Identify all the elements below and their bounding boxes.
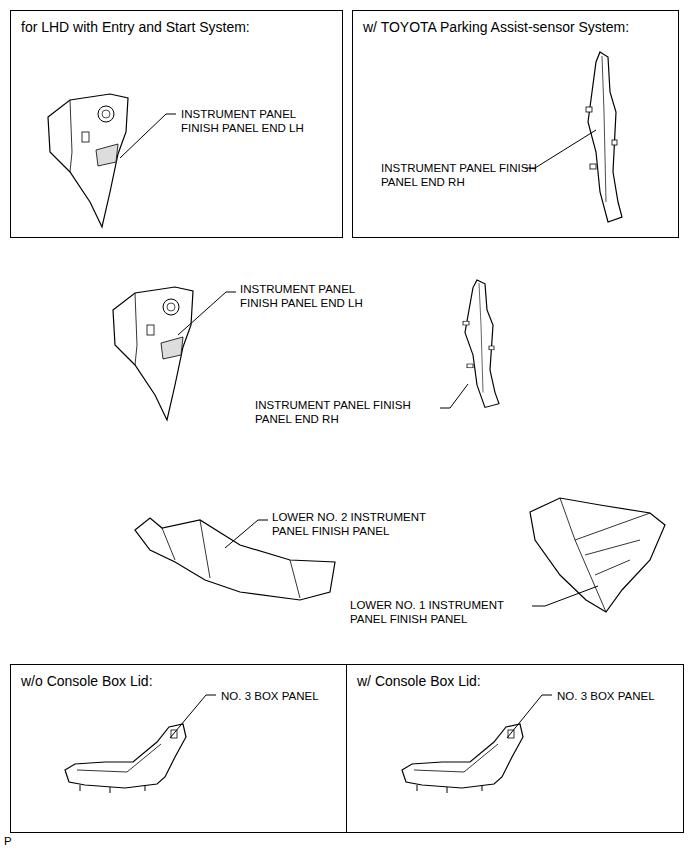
box-panel — [65, 724, 186, 793]
condition-heading: w/ TOYOTA Parking Assist-sensor System: — [363, 19, 629, 37]
part-name: NO. 3 BOX PANEL — [221, 689, 341, 703]
condition-box: w/ Console Box Lid: NO. 3 BOX PANEL — [346, 664, 684, 833]
part-name: INSTRUMENT PANEL FINISH PANEL END LH — [181, 107, 321, 136]
figure-code: P — [4, 834, 12, 848]
box-panel — [402, 724, 523, 793]
part-name: INSTRUMENT PANEL FINISH PANEL END LH — [240, 282, 380, 311]
end-panel-rh — [586, 52, 622, 222]
end-panel-lh — [113, 287, 193, 420]
condition-heading: w/ Console Box Lid: — [357, 673, 481, 691]
end-panel-rh — [463, 280, 499, 408]
part-name: NO. 3 BOX PANEL — [557, 689, 677, 703]
condition-heading: w/o Console Box Lid: — [21, 673, 153, 691]
end-panel-lh — [48, 94, 128, 227]
lower-no1-panel — [530, 498, 665, 612]
part-name: INSTRUMENT PANEL FINISH PANEL END RH — [381, 161, 553, 190]
part-name: LOWER NO. 2 INSTRUMENT PANEL FINISH PANE… — [272, 510, 452, 539]
leader-lines — [120, 114, 598, 738]
part-name: LOWER NO. 1 INSTRUMENT PANEL FINISH PANE… — [350, 598, 530, 627]
part-name: INSTRUMENT PANEL FINISH PANEL END RH — [255, 398, 430, 427]
condition-box: for LHD with Entry and Start System: INST… — [10, 10, 343, 238]
condition-box: w/o Console Box Lid: NO. 3 BOX PANEL — [10, 664, 347, 833]
condition-box: w/ TOYOTA Parking Assist-sensor System: I… — [352, 10, 679, 238]
condition-heading: for LHD with Entry and Start System: — [21, 19, 250, 37]
